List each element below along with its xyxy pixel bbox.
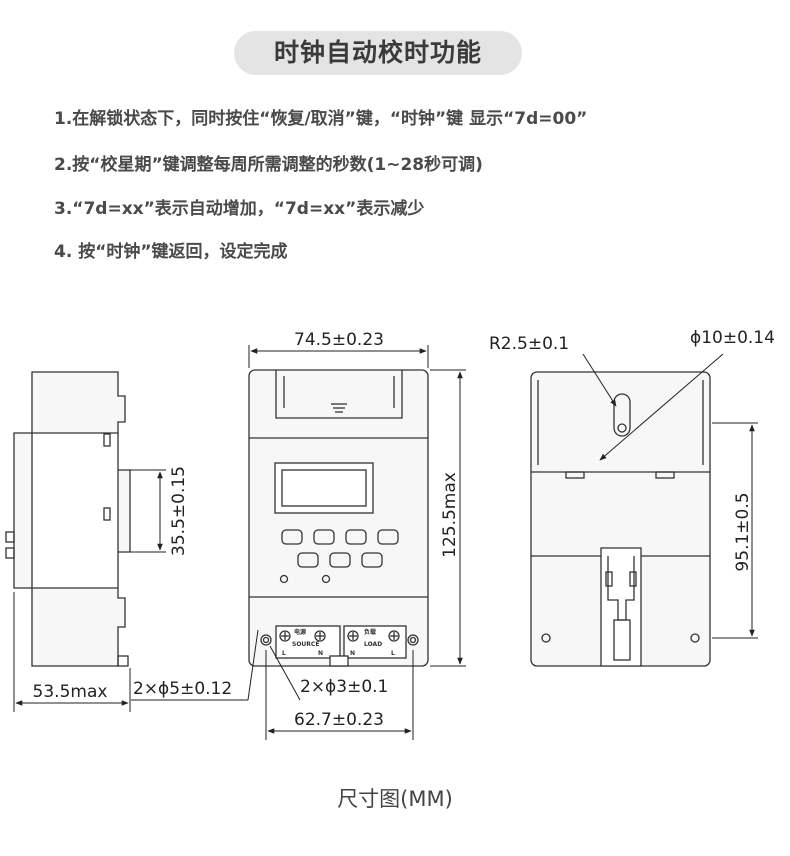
instruction-step-3: 3.“7d=xx”表示自动增加，“7d=xx”表示减少 — [54, 199, 425, 219]
back-view — [530, 371, 711, 667]
front-bottom-dimension — [131, 629, 414, 740]
load-label-en: LOAD — [364, 641, 382, 648]
load-label-cn: 负载 — [364, 628, 376, 636]
depth-dimension — [13, 592, 131, 712]
source-label-cn: 电源 — [294, 628, 306, 636]
dim-35-5: 35.5±0.15 — [169, 466, 189, 556]
dim-62-7: 62.7±0.23 — [294, 710, 384, 730]
dim-hole-3: 2×ϕ3±0.1 — [300, 677, 388, 697]
instruction-step-1: 1.在解锁状态下，同时按住“恢复/取消”键，“时钟”键 显示“7d=00” — [54, 109, 588, 129]
dim-95-1: 95.1±0.5 — [733, 492, 753, 571]
front-height-dimension — [430, 369, 466, 667]
key-4 — [377, 529, 399, 545]
dim-r2-5: R2.5±0.1 — [489, 334, 569, 354]
front-width-dimension — [248, 345, 429, 368]
side-height-dimension — [130, 469, 166, 553]
key-3 — [345, 529, 367, 545]
section-title: 时钟自动校时功能 — [234, 31, 522, 75]
key-2 — [313, 529, 335, 545]
dim-74-5: 74.5±0.23 — [294, 330, 384, 350]
key-7 — [361, 552, 383, 568]
source-n: N — [318, 650, 323, 657]
figure-caption: 尺寸图(MM) — [337, 787, 453, 811]
key-5 — [297, 552, 319, 568]
instruction-step-2: 2.按“校星期”键调整每周所需调整的秒数(1~28秒可调) — [54, 155, 483, 175]
source-label-en: SOURCE — [292, 641, 319, 648]
dim-53-5: 53.5max — [33, 682, 108, 702]
front-view — [248, 369, 429, 667]
dim-125-5: 125.5max — [440, 472, 460, 558]
instruction-step-4: 4. 按“时钟”键返回，设定完成 — [54, 242, 288, 262]
key-6 — [329, 552, 351, 568]
source-l: L — [282, 650, 286, 657]
dim-hole-5: 2×ϕ5±0.12 — [133, 679, 232, 699]
key-1 — [281, 529, 303, 545]
load-n: N — [350, 650, 355, 657]
dim-hole-10: ϕ10±0.14 — [690, 328, 775, 348]
side-view — [5, 371, 131, 667]
back-leader-lines — [582, 353, 758, 639]
load-l: L — [391, 650, 395, 657]
